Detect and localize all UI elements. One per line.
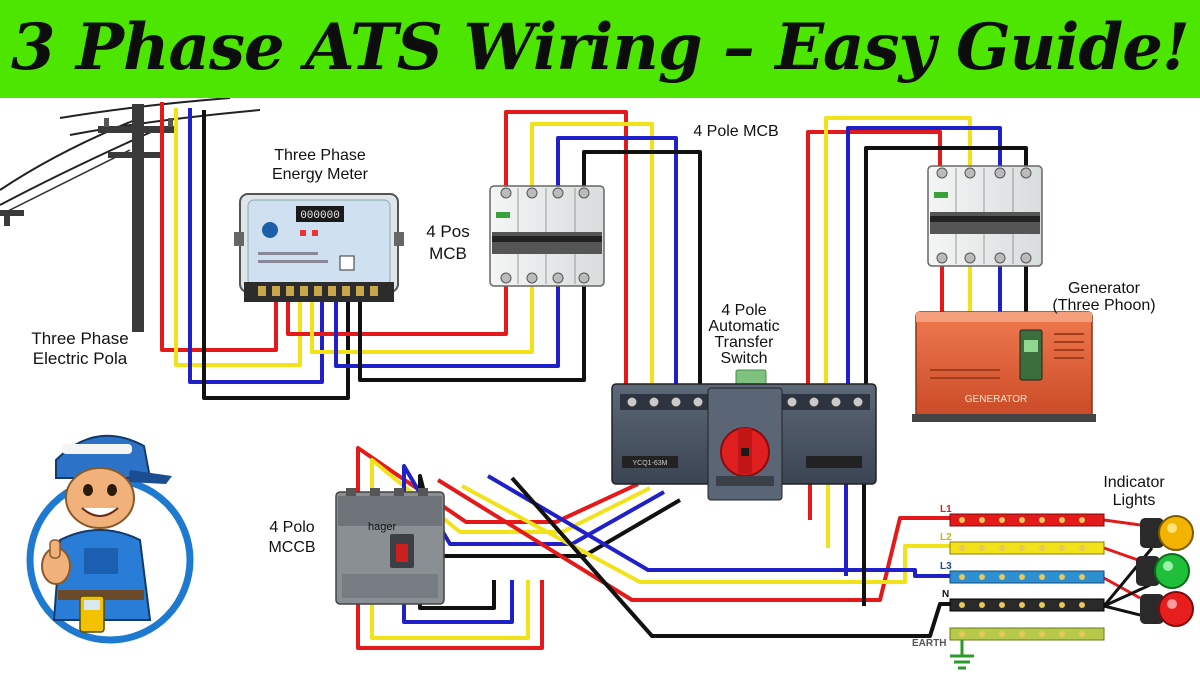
wiring: [160, 102, 1161, 650]
label-mcb1-2: MCB: [429, 244, 467, 263]
wiring-diagram: 000000: [0, 98, 1194, 670]
wire-l3-meter-mcb: [334, 285, 560, 368]
label-pole-2: Electric Pola: [33, 349, 128, 368]
energy-meter: 000000: [234, 193, 404, 302]
wire-l1-meter-mcb: [286, 285, 508, 336]
label-gen-2: (Three Phoon): [1052, 297, 1155, 314]
label-mcb2: 4 Pole MCB: [693, 123, 778, 140]
wire-l2-gen-ats: [824, 116, 972, 402]
mcb-4-pos: [489, 185, 605, 287]
label-mccb-1: 4 Polo: [269, 519, 314, 536]
label-ats-3: Transfer: [715, 334, 775, 351]
indicator-lights: [1136, 515, 1194, 627]
ats-model-text: YCQ1-63M: [632, 460, 667, 467]
label-mccb-2: MCCB: [268, 539, 315, 556]
label-ats-1: 4 Pole: [721, 302, 766, 319]
label-pole-1: Three Phase: [31, 329, 128, 348]
wire-l3-gen-ats: [846, 126, 1002, 402]
meter-display: 000000: [300, 210, 340, 222]
wire-l1-mcb-ats: [504, 110, 628, 402]
busbar-label-l3: L3: [940, 561, 952, 572]
label-meter-1: Three Phase: [274, 147, 366, 164]
mcb-4-pole: [927, 165, 1043, 267]
wire-n-ats-mccb: [418, 474, 682, 610]
mccb-brand: hager: [368, 521, 396, 533]
label-ats-4: Switch: [720, 350, 767, 367]
generator-side-text: GENERATOR: [965, 394, 1027, 405]
indicator-light-yellow-icon: [1140, 515, 1194, 551]
wire-l3-mccb-bus: [486, 474, 950, 578]
wire-l1-mccb-bus: [436, 478, 950, 602]
busbar-label-earth: EARTH: [912, 638, 946, 649]
indicator-light-green-icon: [1136, 553, 1190, 589]
electrician-mascot-icon: [26, 434, 194, 644]
mccb: hager: [335, 488, 445, 605]
busbars: L1 L2 L3 N EARTH: [912, 504, 1105, 670]
generator: GENERATOR: [912, 311, 1096, 422]
wire-l2-meter-mcb: [310, 285, 534, 354]
page-title: 3 Phase ATS Wiring – Easy Guide!: [11, 10, 1190, 85]
label-mcb1-1: 4 Pos: [426, 222, 469, 241]
title-banner: 3 Phase ATS Wiring – Easy Guide!: [0, 0, 1200, 98]
earth-symbol-icon: [950, 640, 974, 670]
wire-l2-mcb-ats: [530, 122, 654, 402]
wire-l1-ats-mccb: [356, 446, 639, 650]
label-ats-2: Automatic: [708, 318, 779, 335]
label-ind-1: Indicator: [1103, 474, 1165, 491]
label-ind-2: Lights: [1113, 492, 1156, 509]
label-meter-2: Energy Meter: [272, 166, 369, 183]
wire-l3-pole-meter: [188, 108, 324, 384]
wire-l1-gen-ats: [806, 130, 942, 402]
wire-l1-pole-meter: [160, 102, 278, 352]
automatic-transfer-switch: YCQ1-63M: [611, 369, 877, 501]
busbar-label-l2: L2: [940, 532, 952, 543]
wire-l3-mcb-ats: [556, 136, 678, 402]
wire-n-meter-mcb: [358, 285, 586, 382]
wire-n-mcb-ats: [582, 150, 702, 402]
indicator-light-red-icon: [1140, 591, 1194, 627]
electric-pole: [0, 98, 261, 332]
wire-n-mccb-bus: [510, 476, 950, 638]
busbar-label-l1: L1: [940, 504, 952, 515]
wire-l2-mccb-bus: [461, 484, 950, 584]
label-gen-1: Generator: [1068, 280, 1141, 297]
busbar-label-n: N: [942, 589, 949, 600]
